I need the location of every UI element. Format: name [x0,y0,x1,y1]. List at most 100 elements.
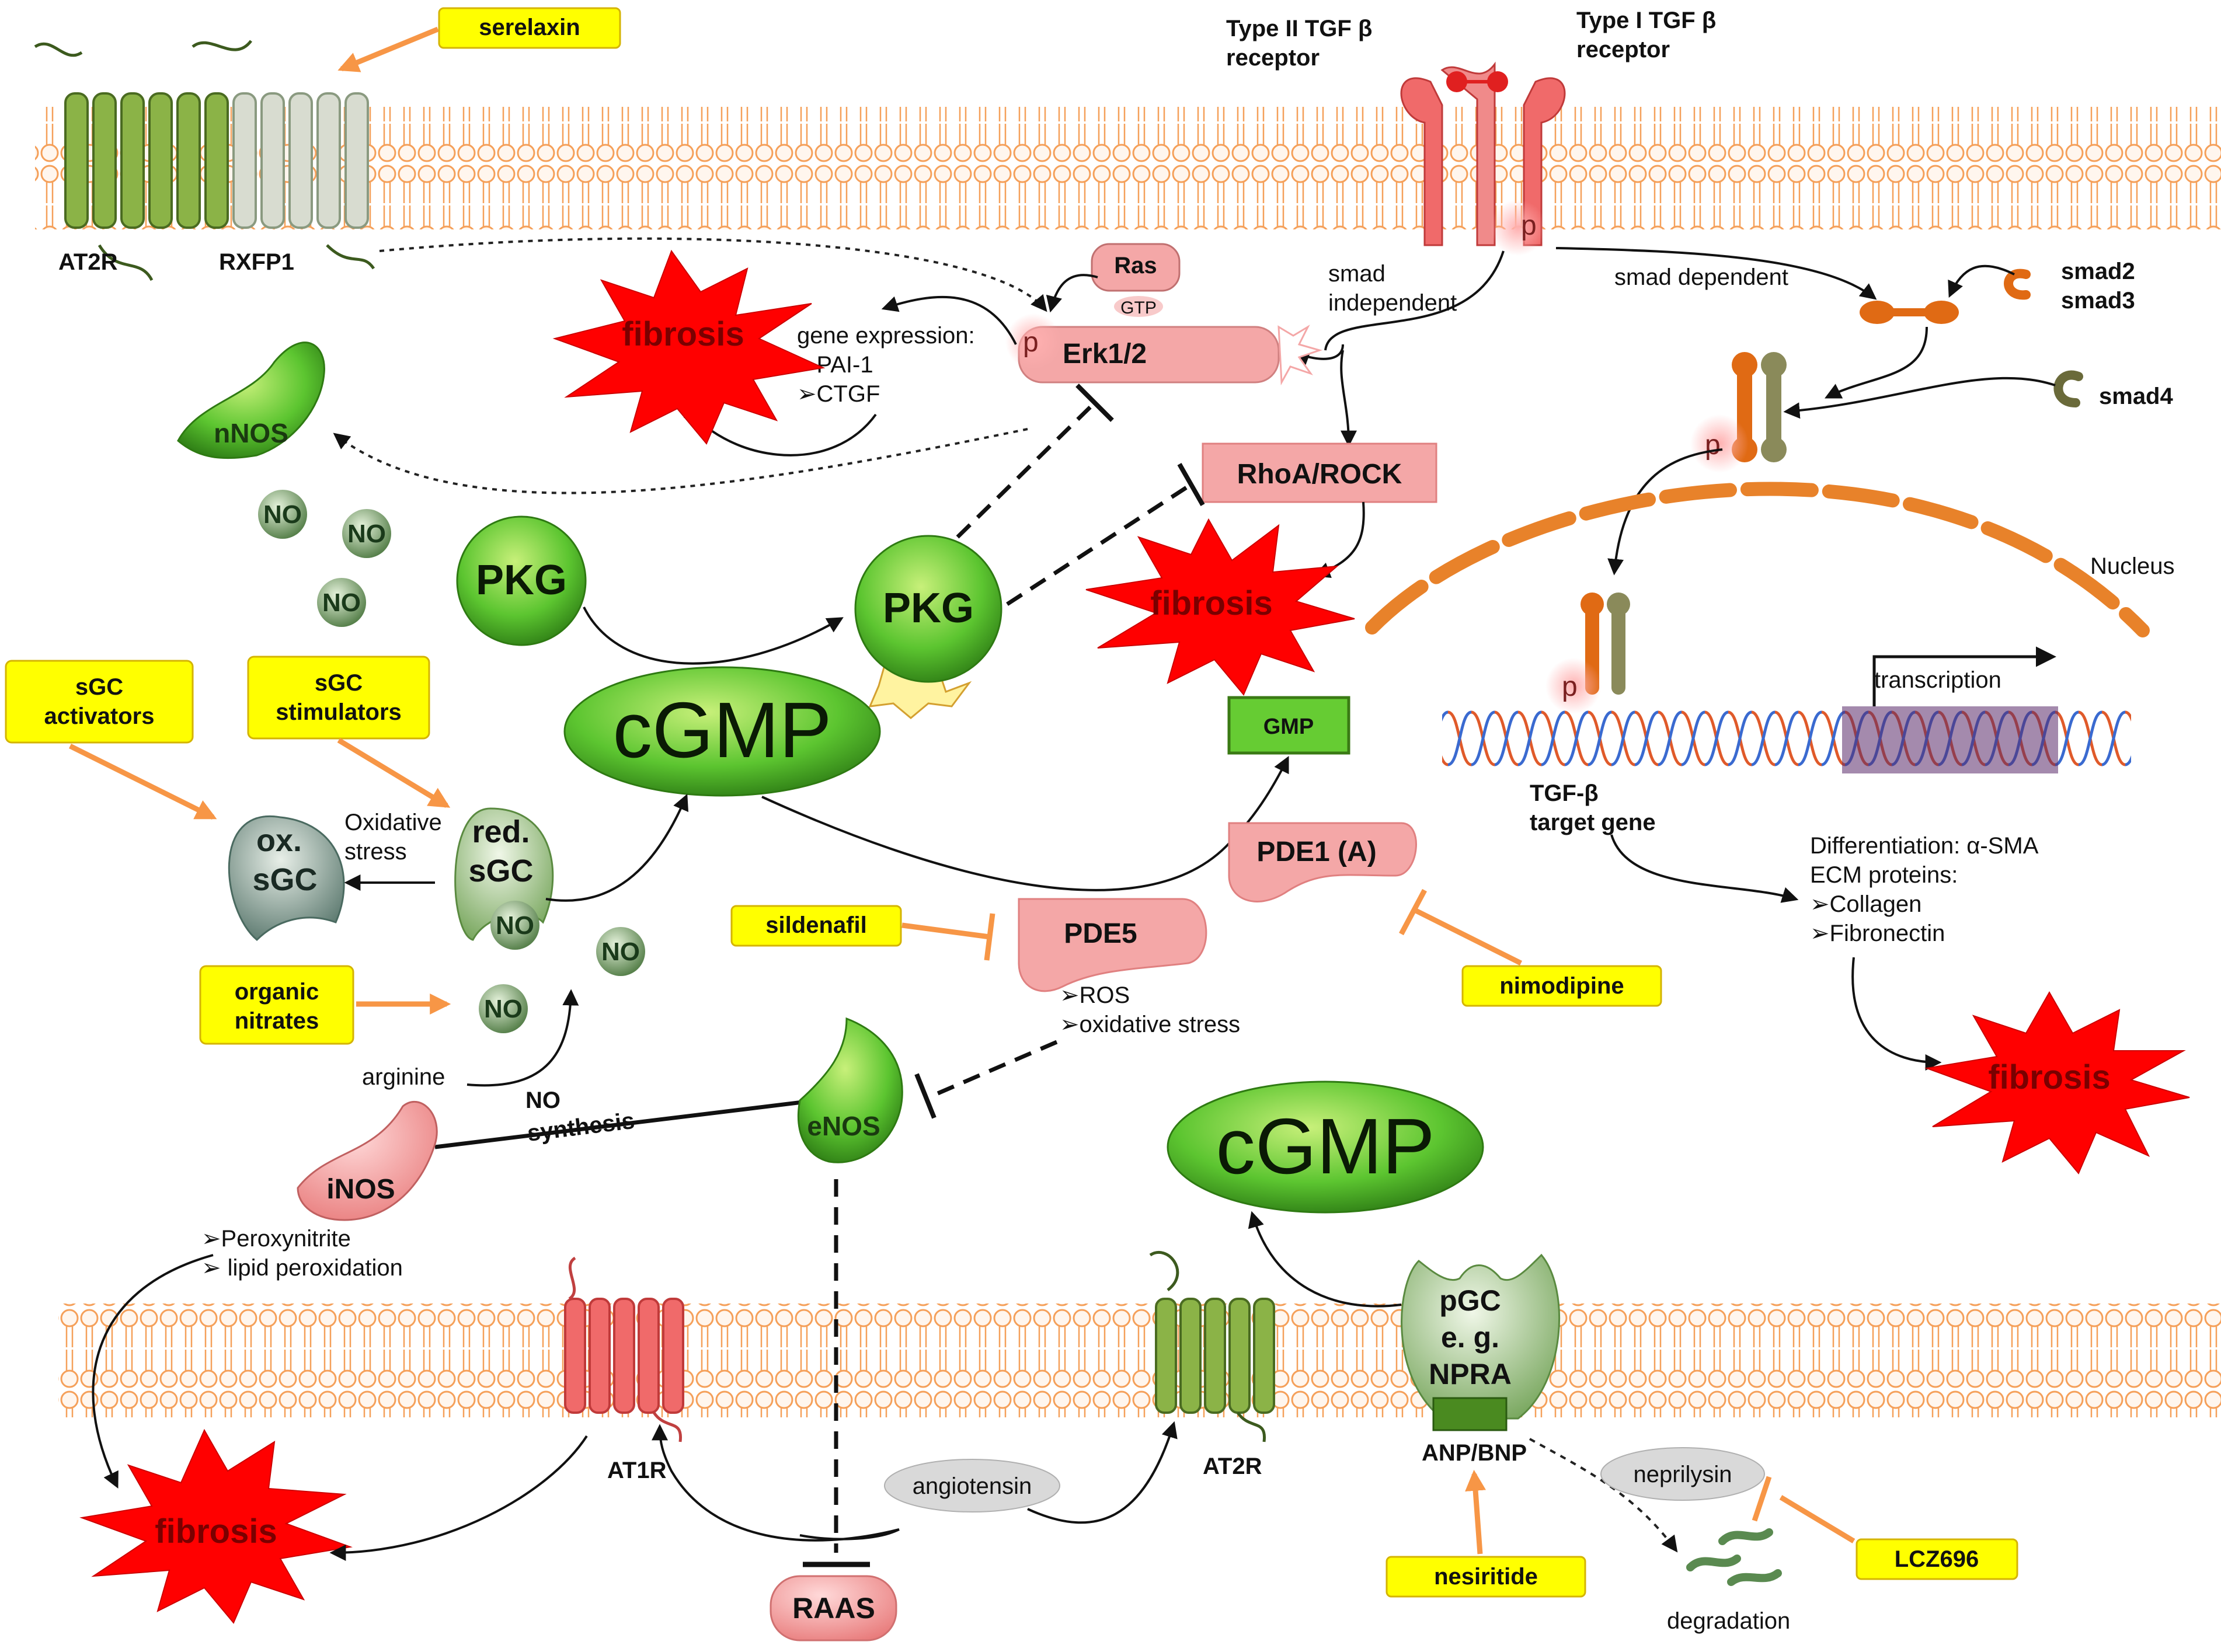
gene-to-differentiation-arrow [1610,834,1799,903]
organic-nitrates-drug: organic nitrates [199,965,354,1045]
at1r-to-fibrosis-arrow [329,1435,588,1561]
pgc-line3: NPRA [1429,1358,1512,1390]
ox-sgc-line2: sGC [252,862,317,897]
oxidative-stress-line2: stress [344,839,407,865]
sgc-stimulators-drug: sGC stimulators [247,656,430,740]
sgc-stimulators-line2: stimulators [276,699,402,725]
nesiritide-label: nesiritide [1434,1564,1538,1590]
pde1-node: PDE1 (A) [1228,822,1417,902]
fibrosis-star-3: fibrosis [1924,991,2190,1174]
rhoa-rock-label: RhoA/ROCK [1237,459,1402,490]
serelaxin-drug: serelaxin [438,7,621,49]
pde5-effects-line1: ➢ROS [1060,982,1130,1008]
gmp-label: GMP [1263,715,1314,739]
smad2-smad3-icon [1860,269,2031,324]
pkg-inhibits-rhoa-bar [1177,463,1205,506]
erk-p-label: p [1023,327,1039,358]
nnos-node: nNOS [177,341,325,459]
pkg-inhibits-erk-line [956,398,1099,539]
erk-label: Erk1/2 [1063,339,1147,370]
smad4-icon [2053,370,2083,407]
smad-dependent-label: smad dependent [1614,264,1788,290]
pkg-inactive-label: PKG [476,557,567,604]
rhoa-rock-node: RhoA/ROCK [1202,442,1437,503]
cgmp-top-label: cGMP [612,686,831,774]
type1-tgfb-line1: Type I TGF β [1576,8,1716,33]
no-molecule-3: NO [317,578,366,627]
rxfp1-to-erk-arrow [379,237,1047,312]
no-label-1: NO [263,500,302,529]
differentiation-line4: ➢Fibronectin [1810,921,1945,946]
sgc-activators-drug: sGC activators [5,660,194,744]
angiotensin-to-at2r-arrow [1027,1421,1178,1524]
smad-independent-line1: smad [1328,261,1385,287]
nesiritide-drug: nesiritide [1385,1556,1586,1598]
lcz696-inhibit-line [1779,1495,1856,1543]
cgmp-bottom: cGMP [1167,1081,1484,1214]
pkg-inhibits-rhoa-line [1006,483,1192,606]
peroxynitrite-to-fibrosis-arrow [92,1254,214,1489]
pkg-inactive: PKG [456,515,587,646]
no-synthesis-line [434,1095,841,1149]
pde5-node: PDE5 [1018,898,1207,992]
degradation-label: degradation [1667,1608,1790,1634]
peroxynitrite-line1: ➢Peroxynitrite [201,1226,351,1252]
sgc-to-cgmp-arrow [545,793,689,902]
at2r-top-receptor [34,42,229,281]
nucleus-envelope [1365,482,2150,637]
sildenafil-inhibit-line [901,922,990,940]
bottom-membrane [58,1304,2221,1417]
nimodipine-inhibit-line [1414,908,1523,966]
lcz696-label: LCZ696 [1895,1546,1979,1572]
transcription-arrow [1872,646,2056,706]
degradation-fragments-icon [1686,1528,1782,1586]
type2-tgfb-line2: receptor [1226,45,1320,71]
no-label-5: NO [601,937,640,966]
rxfp1-label: RXFP1 [219,249,294,275]
serelaxin-arrow [337,26,439,72]
nimodipine-inhibit-bar [1399,888,1427,936]
smad-p-label: p [1705,430,1721,461]
nimodipine-label: nimodipine [1499,973,1624,999]
target-gene-region [1842,706,2058,773]
at1r-label: AT1R [607,1458,667,1483]
anp-bnp-label: ANP/BNP [1422,1440,1527,1466]
pde5-inhibits-enos-line [927,1040,1058,1100]
no-molecule-5: NO [596,927,645,976]
serelaxin-label: serelaxin [479,15,580,40]
pkg-active-label: PKG [883,585,974,632]
erk-node: p Erk1/2 [1005,313,1323,386]
at2r-bottom-label: AT2R [1203,1454,1262,1479]
smad2-label: smad2 [2061,259,2135,284]
sgc-stimulators-arrow [337,738,451,808]
nucleus-label: Nucleus [2090,553,2175,579]
smad-complex: p [1690,352,1787,473]
pde1-label: PDE1 (A) [1256,837,1376,867]
at1r-receptor [564,1256,684,1442]
no-label-6: NO [484,995,523,1023]
smad23-join-arrow [1948,264,2015,298]
organic-nitrates-line2: nitrates [235,1008,319,1034]
raas-to-angiotensin-line [799,1528,900,1541]
sgc-activators-arrow [68,743,217,820]
enos-node: eNOS [797,1017,903,1163]
differentiation-line1: Differentiation: α-SMA [1810,833,2039,859]
arginine-label: arginine [362,1064,445,1090]
gene-expression-line3: ➢CTGF [797,381,880,407]
transcription-label: transcription [1874,667,2001,693]
smad-dependent-arrow [1555,247,1877,300]
peroxynitrite-line2: ➢ lipid peroxidation [201,1255,403,1281]
erk-to-gene-expression-arrow [881,295,1017,345]
pde5-effects-line2: ➢oxidative stress [1060,1012,1240,1037]
nnos-label: nNOS [214,418,288,448]
tgfb-to-smadind-line [1324,250,1505,351]
organic-nitrates-line1: organic [235,979,319,1005]
red-sgc-line1: red. [472,814,530,849]
nuclear-p-label: p [1562,671,1578,702]
sgc-activators-line2: activators [44,703,155,729]
smad23-to-complex-arrow [1824,326,1928,399]
fibrosis-star-4: fibrosis [79,1428,353,1624]
top-membrane [35,107,2221,229]
gmp-node: GMP [1227,696,1350,755]
fibrosis-label-3: fibrosis [1988,1058,2111,1096]
